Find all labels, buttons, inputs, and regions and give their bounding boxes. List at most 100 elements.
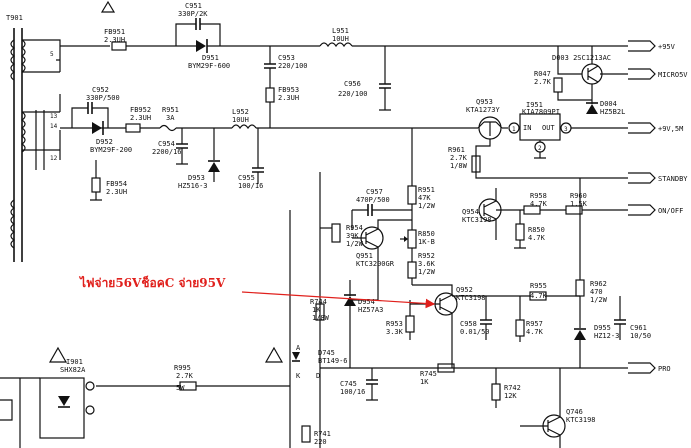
c955-value: 100/16 (238, 182, 263, 190)
c952-label: C952 (92, 86, 109, 94)
d745-anode-label: A (296, 344, 301, 352)
d954-label: D954 (358, 298, 375, 306)
r962-value: 470 (590, 288, 603, 296)
d955-value: HZ12-3 (594, 332, 619, 340)
r954-value: 39K (346, 232, 359, 240)
q954-value: KTC3198 (462, 216, 492, 224)
d004-value: HZ5B2L (600, 108, 625, 116)
fb952-value: 2.3UH (130, 114, 151, 122)
d955-label: D955 (594, 324, 611, 332)
r952-label: R952 (418, 252, 435, 260)
c958-label: C958 (460, 320, 477, 328)
r951b-watt: 1/2W (418, 202, 436, 210)
r995-value: 2.7K (176, 372, 194, 380)
r741-value: 220 (314, 438, 327, 446)
r958-label: R958 (530, 192, 547, 200)
r962-watt: 1/2W (590, 296, 608, 304)
c957-label: C957 (366, 188, 383, 196)
fb954-value: 2.3UH (106, 188, 127, 196)
r047-label: R047 (534, 70, 551, 78)
c745-label: C745 (340, 380, 357, 388)
r955-label: R955 (530, 282, 547, 290)
annotation-arrow (241, 291, 436, 309)
pin3-label: 3 (564, 126, 568, 133)
c955-label: C955 (238, 174, 255, 182)
l952-label: L952 (232, 108, 249, 116)
r961-value: 2.7K (450, 154, 468, 162)
annotation-text: ไฟจ่าย56Vช็อคC จ่าย95V (78, 275, 226, 290)
d953-label: D953 (188, 174, 205, 182)
r995-label: R995 (174, 364, 191, 372)
q953-value: KTA1273Y (466, 106, 501, 114)
r958-value: 4.7K (530, 200, 548, 208)
r954-label: R954 (346, 224, 363, 232)
bottom-section: A K D D745 BT149-6 R995 2.7K 5W PRO C745… (0, 344, 671, 448)
rail-middle: D952 BYM29F-200 C952 330P/500 FB952 2.3U… (60, 86, 478, 201)
r954-watt: 1/2W (346, 240, 364, 248)
r953-label: R953 (386, 320, 403, 328)
d952-label: D952 (96, 138, 113, 146)
port-micro5v: MICRO5V (658, 71, 688, 79)
fb951-label: FB951 (104, 28, 125, 36)
r952-watt: 1/2W (418, 268, 436, 276)
r961-watt: 1/8W (450, 162, 468, 170)
pin-13-label: 13 (50, 113, 58, 120)
ic-out-label: OUT (542, 124, 555, 132)
r850b-value: 4.7K (528, 234, 546, 242)
c958-value: 0.01/50 (460, 328, 490, 336)
q746-label: Q746 (566, 408, 583, 416)
r951-label: R951 (162, 106, 179, 114)
d745-label: D745 (318, 349, 335, 357)
r741-label: R741 (314, 430, 331, 438)
c953-value: 220/100 (278, 62, 308, 70)
c951-value: 330P/2K (178, 10, 208, 18)
warning-icon (100, 0, 116, 13)
i951-value: KIA7809PI (522, 108, 560, 116)
r951b-value: 47K (418, 194, 431, 202)
fb954-label: FB954 (106, 180, 127, 188)
warning-icon (264, 346, 284, 363)
r957-value: 4.7K (526, 328, 544, 336)
r744-watt: 1/8W (312, 314, 330, 322)
d951-label: D951 (202, 54, 219, 62)
d951-value: BYM29F-600 (188, 62, 230, 70)
pin-5-label: 5 (50, 51, 54, 58)
c961-label: C961 (630, 324, 647, 332)
fb951-value: 2.3UH (104, 36, 125, 44)
c957-value: 470P/500 (356, 196, 390, 204)
r953-value: 3.3K (386, 328, 404, 336)
r960-value: 1.5K (570, 200, 588, 208)
r850-value: 1K-B (418, 238, 435, 246)
q951-label: Q951 (356, 252, 373, 260)
c956-value: 220/100 (338, 90, 368, 98)
i901-value: SHX82A (60, 366, 86, 374)
r850-label: R850 (418, 230, 435, 238)
q953-label: Q953 (476, 98, 493, 106)
r850b-label: R850 (528, 226, 545, 234)
c961-value: 10/50 (630, 332, 651, 340)
i951-label: I951 (526, 101, 543, 109)
r951b-label: R951 (418, 186, 435, 194)
l951-label: L951 (332, 27, 349, 35)
transformer-t901: T901 13 14 12 5 (6, 14, 61, 262)
port-onoff: ON/OFF (658, 207, 683, 215)
c952-value: 330P/500 (86, 94, 120, 102)
r952-value: 3.6K (418, 260, 436, 268)
d952-value: BYM29F-200 (90, 146, 132, 154)
c956-label: C956 (344, 80, 361, 88)
c951-label: C951 (185, 2, 202, 10)
port-95v: +95V (658, 43, 676, 51)
d745-cathode-label: K (296, 372, 301, 380)
r744-value: 1K (312, 306, 321, 314)
r961-label: R961 (448, 146, 465, 154)
l951-value: 10UH (332, 35, 349, 43)
q951-value: KTC3200GR (356, 260, 395, 268)
d004-label: D004 (600, 100, 617, 108)
l952-value: 10UH (232, 116, 249, 124)
ic-in-label: IN (523, 124, 531, 132)
pin1-label: 1 (512, 126, 516, 133)
q954-label: Q954 (462, 208, 479, 216)
d954-value: HZ57A3 (358, 306, 383, 314)
t901-label: T901 (6, 14, 23, 22)
